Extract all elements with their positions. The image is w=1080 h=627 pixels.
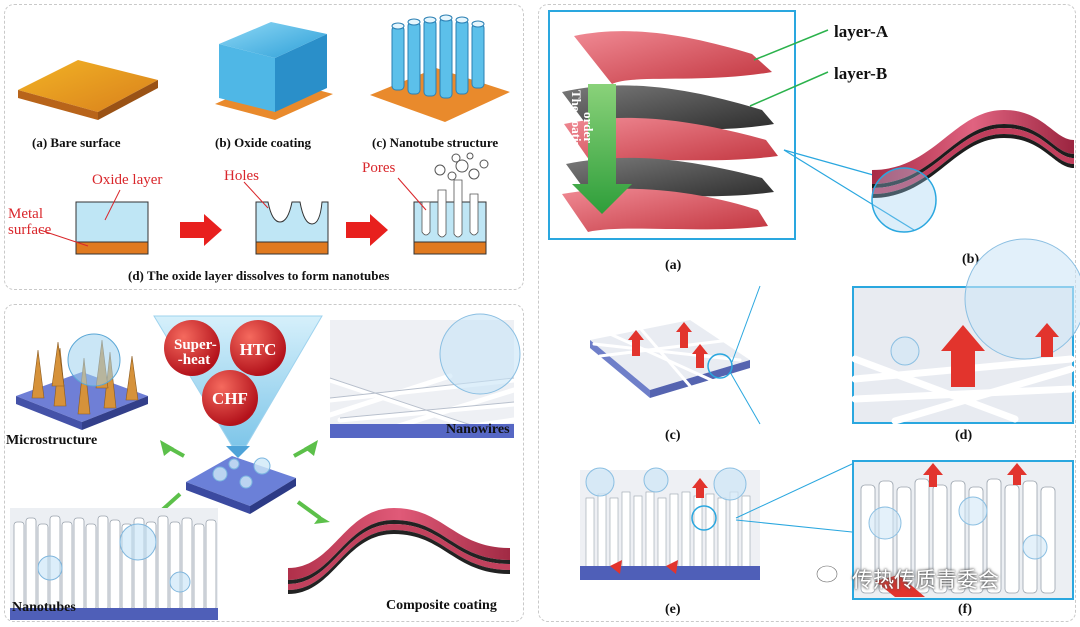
sub-label-d: (d) [955,428,973,443]
panel-oxide-nanotube [4,4,524,290]
center-device-illustration [186,456,296,514]
caption-nanotube-structure: (c) Nanotube structure [372,135,499,150]
oxide-dissolution-schematic [39,152,489,255]
factor-superheat-1: Super- [174,337,217,353]
performance-funnel [153,315,323,458]
sub-label-b: (b) [962,252,980,267]
label-layer-a: layer-A [834,22,889,41]
caption-oxide-dissolves: (d) The oxide layer dissolves to form na… [128,268,390,283]
factor-chf: CHF [212,389,248,408]
label-pores: Pores [362,160,396,176]
layered-coating-illustration [562,31,778,232]
label-layer-b: layer-B [834,64,888,83]
wavy-composite-illustration [783,110,1074,233]
bare-surface-illustration [18,60,158,120]
label-metal-surface-1: Metal [8,206,43,222]
nanotubes-illustration [10,508,218,620]
label-microstructure: Microstructure [6,433,98,448]
sub-label-a: (a) [665,258,682,273]
label-holes: Holes [224,168,259,184]
factor-superheat-2: -heat [177,352,211,368]
sub-label-f: (f) [958,602,972,617]
nanotube-structure-illustration [370,14,510,122]
caption-oxide-coating: (b) Oxide coating [215,135,312,150]
caption-bare-surface: (a) Bare surface [32,135,121,150]
label-oxide-layer: Oxide layer [92,172,163,188]
panel-boiling-enhancement [4,304,524,622]
nanotube-array-illustration [580,467,760,580]
composite-coating-illustration [288,508,510,594]
nanotube-zoom-illustration [860,463,1056,597]
label-composite-coating: Composite coating [386,598,497,613]
watermark-text: 传热传质青委会 [852,568,999,592]
oxide-coating-illustration [215,22,333,120]
factor-htc: HTC [239,340,277,359]
nanowire-mat-illustration [590,285,761,425]
label-nanowires: Nanowires [446,422,510,437]
label-nanotubes: Nanotubes [12,600,76,615]
wechat-icon [816,565,845,587]
microstructure-illustration [16,333,148,430]
sub-label-e: (e) [665,602,681,617]
label-metal-surface-2: surface [8,222,52,238]
coating-order-label-2: order [581,112,596,144]
nanotube-zoom-lines [735,463,853,533]
nanowire-zoom-illustration [851,238,1080,425]
sub-label-c: (c) [665,428,681,443]
nanowires-illustration [327,313,521,441]
layer-pointer-lines [749,29,829,107]
